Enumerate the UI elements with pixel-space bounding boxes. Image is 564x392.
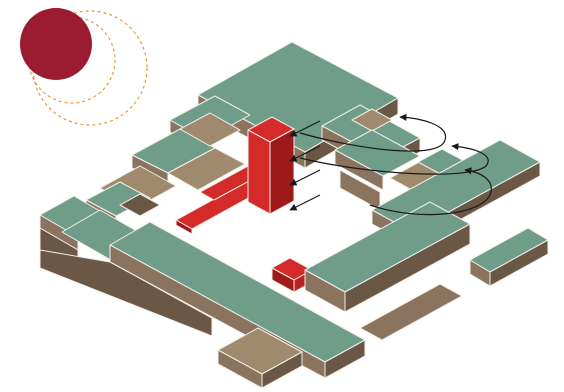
- east-south-block: [304, 201, 471, 341]
- building-massing: [39, 41, 549, 389]
- flow-arrow-icon: [289, 194, 321, 211]
- sun-icon: [20, 8, 92, 80]
- sun-orbit-icon: [32, 10, 148, 126]
- south-block: [39, 221, 366, 389]
- flow-arrow-icon: [289, 120, 321, 137]
- highlight-core: [175, 116, 313, 293]
- flow-arrow-icon: [369, 167, 492, 216]
- flow-arrows: [289, 113, 492, 216]
- flow-arrow-icon: [289, 145, 321, 162]
- flow-arrow-icon: [299, 142, 489, 175]
- sun-group: [20, 8, 148, 126]
- west-step-block: [131, 95, 251, 191]
- flow-arrow-icon: [299, 113, 447, 152]
- flow-arrow-icon: [289, 169, 321, 186]
